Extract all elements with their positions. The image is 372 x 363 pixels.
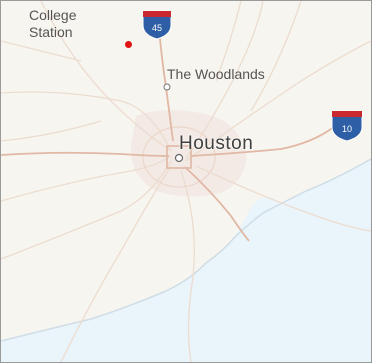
interstate-10-shield: 10 [331, 110, 363, 142]
interstate-10-number: 10 [342, 124, 352, 134]
loop-610 [166, 145, 192, 169]
coastline [1, 158, 371, 342]
interstate-45-shield: 45 [142, 10, 172, 40]
interstate-45-south [184, 166, 250, 242]
college-station-text: College Station [29, 7, 77, 40]
interstate-10-west [1, 151, 170, 157]
the-woodlands-point [163, 83, 171, 91]
location-marker[interactable] [125, 41, 132, 48]
houston-point [174, 153, 184, 163]
college-station-label: College Station [29, 7, 76, 41]
highways [1, 28, 362, 242]
beltway-8 [142, 126, 216, 188]
interstate-45-number: 45 [152, 23, 162, 33]
houston-label: Houston [179, 133, 254, 154]
the-woodlands-label: The Woodlands [167, 66, 265, 82]
